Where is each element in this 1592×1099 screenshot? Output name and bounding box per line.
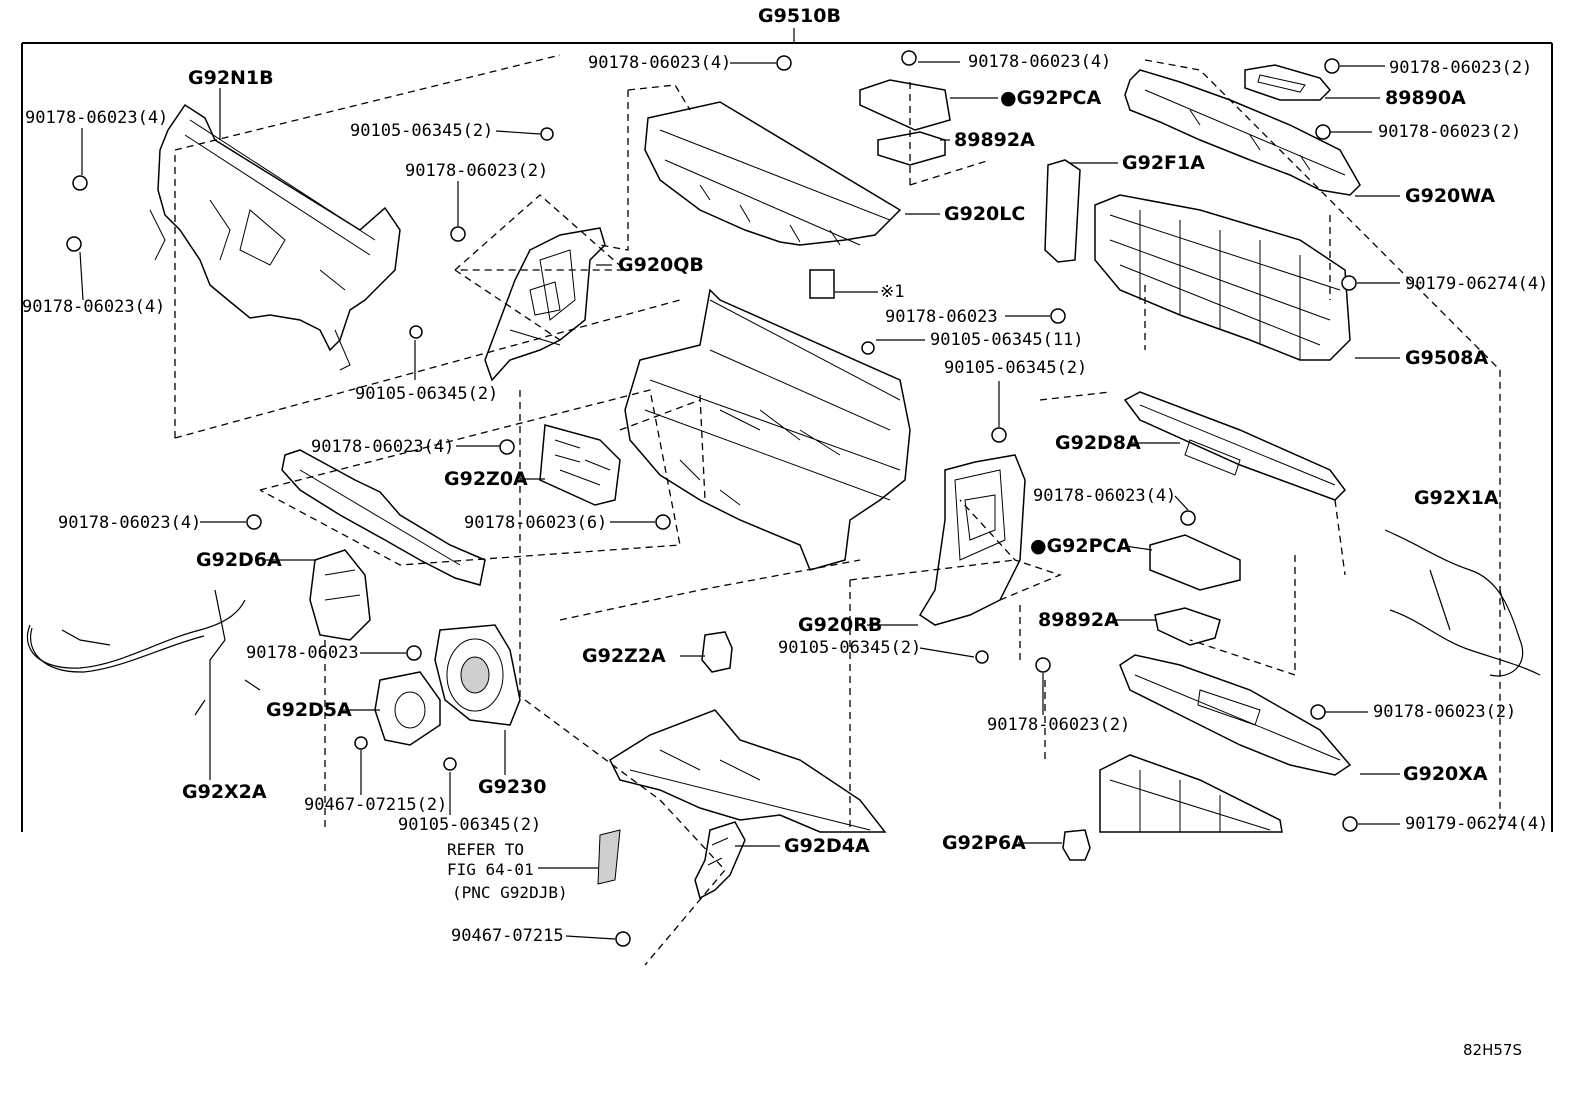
label-f-xa-top[interactable]: 90178-06023(2) — [1373, 702, 1517, 722]
label-g92x1a[interactable]: G92X1A — [1414, 487, 1499, 509]
label-g92d4a[interactable]: G92D4A — [784, 835, 870, 857]
label-g920rb[interactable]: G920RB — [798, 614, 883, 636]
reference-line-1: REFER TO — [447, 840, 525, 859]
tray-center — [624, 288, 911, 571]
label-f-nut-2[interactable]: 90178-06023(2) — [405, 161, 549, 181]
label-note-1: ※1 — [880, 282, 905, 302]
label-f-top-left-a[interactable]: 90178-06023(4) — [25, 108, 169, 128]
label-f-top-right-b[interactable]: 90178-06023(2) — [1378, 122, 1522, 142]
label-f-pca-mid[interactable]: 90178-06023(4) — [1033, 486, 1177, 506]
figure-id: 82H57S — [1463, 1041, 1522, 1059]
label-f-d5a-bolt[interactable]: 90467-07215(2) — [304, 795, 448, 815]
label-89892a-mid[interactable]: 89892A — [1038, 609, 1119, 631]
part-89890a — [1244, 64, 1332, 101]
label-f-top-pca[interactable]: 90178-06023(4) — [968, 52, 1112, 72]
reference-line-3: (PNC G92DJB) — [452, 883, 568, 902]
battery-lower — [1099, 754, 1283, 833]
part-g92d8a — [1123, 391, 1346, 501]
part-89892a-top — [877, 131, 946, 166]
cover-g920lc — [644, 101, 902, 246]
label-g92f1a[interactable]: G92F1A — [1122, 152, 1205, 174]
label-g92d8a[interactable]: G92D8A — [1055, 432, 1141, 454]
label-f-right-d[interactable]: 90179-06274(4) — [1405, 814, 1549, 834]
bracket-g920xa — [1119, 654, 1352, 776]
label-f-bolt-rb[interactable]: 90105-06345(2) — [778, 638, 922, 658]
label-g9508a[interactable]: G9508A — [1405, 347, 1489, 369]
label-g920wa[interactable]: G920WA — [1405, 185, 1496, 207]
leader-lines — [79, 61, 1400, 940]
part-g92z2a — [701, 631, 733, 673]
part-89892a-mid — [1154, 607, 1221, 646]
label-g92z2a[interactable]: G92Z2A — [582, 645, 666, 667]
part-g92f1a — [1044, 159, 1081, 263]
label-g92p6a[interactable]: G92P6A — [942, 832, 1026, 854]
label-g92pca-top[interactable]: ●G92PCA — [1000, 87, 1102, 109]
label-g92n1b[interactable]: G92N1B — [188, 67, 274, 89]
label-f-left-b[interactable]: 90178-06023(4) — [22, 297, 166, 317]
label-f-bolt-11[interactable]: 90105-06345(11) — [930, 330, 1084, 350]
part-g92p6a — [1062, 829, 1091, 861]
duct-g92d4a — [694, 821, 746, 900]
label-g920xa[interactable]: G920XA — [1403, 763, 1488, 785]
reference-line-2: FIG 64-01 — [447, 860, 534, 879]
label-g92d6a[interactable]: G92D6A — [196, 549, 282, 571]
label-g92pca-mid[interactable]: ●G92PCA — [1030, 535, 1132, 557]
label-f-bolt-2[interactable]: 90105-06345(2) — [355, 384, 499, 404]
bracket-g920qb — [484, 227, 606, 382]
label-f-bolt-center[interactable]: 90105-06345(2) — [944, 358, 1088, 378]
label-f-top-right-a[interactable]: 90178-06023(2) — [1389, 58, 1533, 78]
tray-bottom — [609, 709, 887, 833]
label-g92z0a[interactable]: G92Z0A — [444, 468, 528, 490]
label-f-bolt-1[interactable]: 90105-06345(2) — [350, 121, 494, 141]
fan-g9230 — [434, 624, 521, 726]
label-f-center-6[interactable]: 90178-06023(6) — [464, 513, 608, 533]
label-g92x2a[interactable]: G92X2A — [182, 781, 267, 803]
ref-hose — [597, 829, 621, 885]
harness-g92x2a — [26, 589, 261, 716]
label-89892a-top[interactable]: 89892A — [954, 129, 1035, 151]
part-g92pca-mid — [1149, 534, 1241, 591]
part-g92d5a — [374, 671, 441, 746]
part-g92pca-top — [859, 79, 951, 131]
bracket-g920rb — [918, 454, 1026, 626]
diagram-title: G9510B — [758, 5, 841, 27]
label-g920lc[interactable]: G920LC — [944, 203, 1026, 225]
bracket-left-lower — [281, 449, 486, 586]
bracket-g920wa — [1124, 69, 1361, 196]
label-f-left-c[interactable]: 90178-06023(4) — [58, 513, 202, 533]
label-89890a[interactable]: 89890A — [1385, 87, 1466, 109]
fastener-symbols — [66, 50, 1358, 947]
label-f-nut-rb[interactable]: 90178-06023(2) — [987, 715, 1131, 735]
dashed-guides — [174, 54, 1501, 966]
label-g92d5a[interactable]: G92D5A — [266, 699, 352, 721]
label-f-top-center[interactable]: 90178-06023(4) — [588, 53, 732, 73]
panel-g92n1b — [149, 103, 401, 371]
label-f-right-c[interactable]: 90179-06274(4) — [1405, 274, 1549, 294]
part-g92d6a — [309, 549, 371, 641]
label-f-z0a[interactable]: 90178-06023(4) — [311, 437, 455, 457]
label-f-d5a-bolt2[interactable]: 90105-06345(2) — [398, 815, 542, 835]
label-f-bottom[interactable]: 90467-07215 — [451, 926, 564, 946]
part-g92z0a — [539, 424, 621, 506]
label-f-d6a[interactable]: 90178-06023 — [246, 643, 359, 663]
label-f-center-single[interactable]: 90178-06023 — [885, 307, 998, 327]
battery-g9508a — [1094, 194, 1351, 361]
label-g920qb[interactable]: G920QB — [618, 254, 704, 276]
harness-g92x1a — [1384, 529, 1541, 677]
label-g9230[interactable]: G9230 — [478, 776, 547, 798]
note-label-plate — [809, 269, 835, 299]
